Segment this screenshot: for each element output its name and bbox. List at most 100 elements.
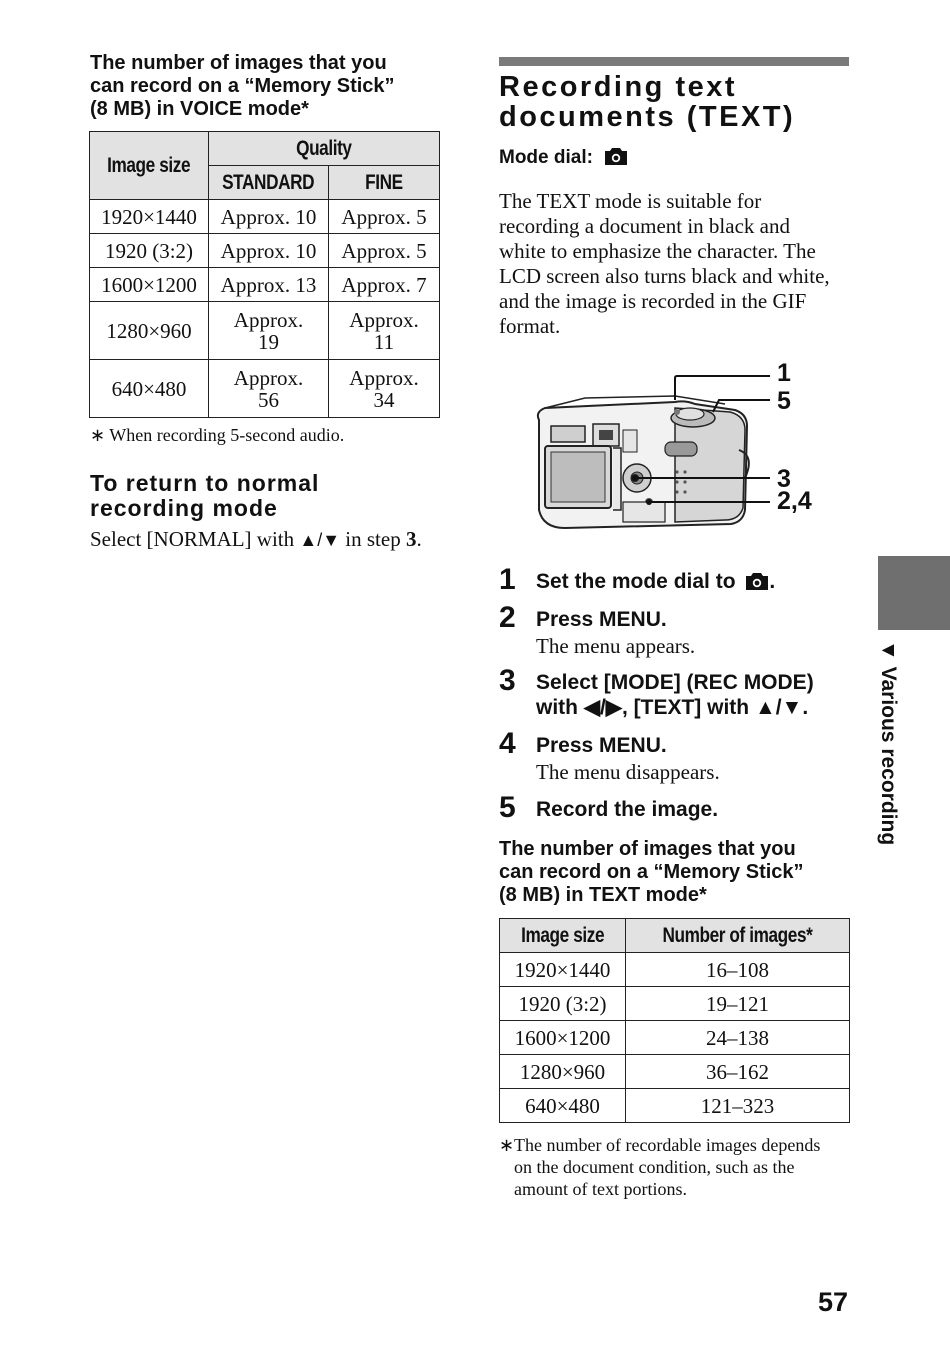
caption-line: The number of images that you xyxy=(90,52,387,74)
text: in step xyxy=(340,527,406,551)
title-line: documents (TEXT) xyxy=(499,101,796,133)
camera-icon xyxy=(605,148,628,165)
footnote-mark: ∗ xyxy=(499,1135,515,1155)
step-3-text: Select [MODE] (REC MODE) with ◀/▶, [TEXT… xyxy=(536,670,814,720)
caption-line: The number of images that you xyxy=(499,838,796,860)
table-row: 640×480 121–323 xyxy=(499,1088,850,1123)
footnote-line: The number of recordable images depends xyxy=(514,1135,821,1155)
footnote-mark: ∗ xyxy=(90,425,106,445)
step-2-number: 2 xyxy=(499,601,516,634)
cell-standard: Approx. 19 xyxy=(208,301,329,360)
description-line: LCD screen also turns black and white, xyxy=(499,264,830,288)
step-4-number: 4 xyxy=(499,727,516,760)
side-tab-text: ▼ Various recording xyxy=(877,640,900,846)
table-row: 1600×1200 Approx. 13 Approx. 7 xyxy=(89,267,440,302)
table-row: 1920×1440 16–108 xyxy=(499,952,850,987)
heading-line: recording mode xyxy=(90,495,278,521)
table-row: 1920×1440 Approx. 10 Approx. 5 xyxy=(89,199,440,234)
mode-dial-label: Mode dial: xyxy=(499,147,593,168)
description-line: format. xyxy=(499,314,561,338)
callout-5: 5 xyxy=(777,387,791,415)
step-5-number: 5 xyxy=(499,791,516,824)
cell-fine: Approx. 34 xyxy=(328,359,440,418)
return-heading: To return to normal recording mode xyxy=(90,471,319,521)
step-4-text: Press MENU. xyxy=(536,734,667,757)
step-2-result: The menu appears. xyxy=(536,634,696,658)
text: Select [NORMAL] with xyxy=(90,527,300,551)
header-image-size: Image size xyxy=(499,918,626,953)
description-line: The TEXT mode is suitable for xyxy=(499,189,762,213)
cell-size: 1600×1200 xyxy=(89,267,209,302)
cell-standard: Approx. 13 xyxy=(208,267,329,302)
cell-fine: Approx. 5 xyxy=(328,199,440,234)
cell-fine: Approx. 5 xyxy=(328,233,440,268)
step-suffix: . xyxy=(769,570,776,593)
cell-standard: Approx. 10 xyxy=(208,233,329,268)
callout-3: 3 xyxy=(777,465,791,493)
cell-fine: Approx. 7 xyxy=(328,267,440,302)
cell-size: 640×480 xyxy=(89,359,209,418)
table-row: 1920 (3:2) 19–121 xyxy=(499,986,850,1021)
step-4-result: The menu disappears. xyxy=(536,760,720,784)
cell-size: 1600×1200 xyxy=(499,1020,626,1055)
cell-count: 36–162 xyxy=(625,1054,850,1089)
step-ref: 3 xyxy=(405,527,417,551)
voice-footnote: ∗ When recording 5-second audio. xyxy=(90,424,344,446)
side-tab-block xyxy=(878,556,950,630)
cell-fine: Approx. 11 xyxy=(328,301,440,360)
callout-1: 1 xyxy=(777,359,791,387)
voice-table-caption: The number of images that you can record… xyxy=(90,52,395,121)
table-row: 640×480 Approx. 56 Approx. 34 xyxy=(89,359,440,418)
page-number: 57 xyxy=(817,1287,848,1317)
step-1-number: 1 xyxy=(499,563,516,596)
cell-size: 1920 (3:2) xyxy=(89,233,209,268)
step-5-text: Record the image. xyxy=(536,798,719,821)
table-row: 1920 (3:2) Approx. 10 Approx. 5 xyxy=(89,233,440,268)
camera-illustration xyxy=(536,375,770,530)
camera-icon xyxy=(746,573,769,590)
footnote-text: When recording 5-second audio. xyxy=(109,425,345,445)
header-image-size: Image size xyxy=(89,131,209,200)
step-2-text: Press MENU. xyxy=(536,608,667,631)
step-3-number: 3 xyxy=(499,664,516,697)
cell-size: 640×480 xyxy=(499,1088,626,1123)
cell-size: 1280×960 xyxy=(499,1054,626,1089)
cell-count: 16–108 xyxy=(625,952,850,987)
cell-size: 1920×1440 xyxy=(499,952,626,987)
step-text: Set the mode dial to xyxy=(536,570,736,593)
mode-dial-line: Mode dial: xyxy=(499,146,628,170)
callout-2-4: 2,4 xyxy=(777,487,812,515)
heading-line: To return to normal xyxy=(90,470,320,496)
table-row: 1600×1200 24–138 xyxy=(499,1020,850,1055)
description-line: white to emphasize the character. The xyxy=(499,239,816,263)
header-standard: STANDARD xyxy=(208,165,329,200)
table-row: 1280×960 Approx. 19 Approx. 11 xyxy=(89,301,440,360)
description-line: recording a document in black and xyxy=(499,214,790,238)
header-number-of-images: Number of images* xyxy=(625,918,850,953)
text: . xyxy=(416,527,422,551)
caption-line: can record on a “Memory Stick” xyxy=(90,75,395,97)
step-text: with ◀/▶, [TEXT] with ▲/▼. xyxy=(536,696,809,719)
description-line: and the image is recorded in the GIF xyxy=(499,289,807,313)
side-tab-label: ▼ Various recording xyxy=(868,640,908,880)
cell-count: 121–323 xyxy=(625,1088,850,1123)
header-fine: FINE xyxy=(328,165,440,200)
return-instruction: Select [NORMAL] with ▲/▼ in step 3. xyxy=(90,527,422,553)
text-mode-description: The TEXT mode is suitable for recording … xyxy=(499,189,830,339)
cell-size: 1280×960 xyxy=(89,301,209,360)
page-title: Recording text documents (TEXT) xyxy=(499,72,795,132)
text-footnote: ∗ The number of recordable images depend… xyxy=(499,1134,820,1200)
step-text: Select [MODE] (REC MODE) xyxy=(536,671,814,694)
up-down-arrows-icon: ▲/▼ xyxy=(299,530,341,550)
table-row: 1280×960 36–162 xyxy=(499,1054,850,1089)
section-rule xyxy=(499,57,849,66)
text-table-caption: The number of images that you can record… xyxy=(499,838,804,907)
step-1-text: Set the mode dial to . xyxy=(536,569,775,594)
header-quality: Quality xyxy=(208,131,440,166)
cell-size: 1920 (3:2) xyxy=(499,986,626,1021)
cell-size: 1920×1440 xyxy=(89,199,209,234)
footnote-line: amount of text portions. xyxy=(514,1179,687,1199)
footnote-line: on the document condition, such as the xyxy=(514,1157,795,1177)
cell-standard: Approx. 56 xyxy=(208,359,329,418)
voice-mode-table: Image size Quality STANDARD FINE 1920×14… xyxy=(89,131,440,418)
